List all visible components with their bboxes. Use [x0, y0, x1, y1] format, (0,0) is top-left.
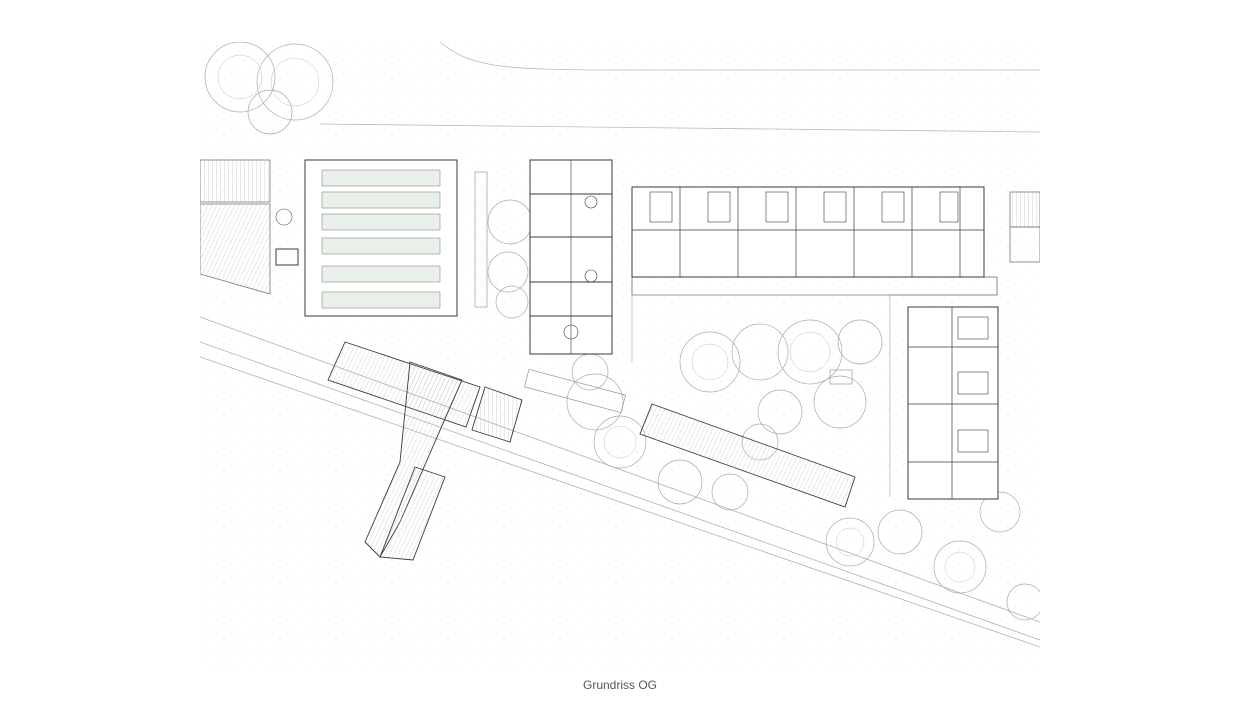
site-floor-plan — [200, 42, 1040, 668]
long-barn-roof — [639, 403, 856, 508]
road-top — [319, 42, 1040, 133]
neighbour-building-right — [1009, 191, 1040, 263]
tree-canopy — [204, 42, 1040, 621]
courtyard-path — [631, 294, 891, 497]
tree-canopy-inner — [217, 54, 976, 583]
plan-caption: Grundriss OG — [582, 678, 657, 692]
existing-building-roof — [327, 341, 523, 561]
building-north-wing — [631, 186, 998, 296]
neighbour-building-left — [200, 159, 271, 295]
building-central — [529, 159, 613, 355]
building-east-wing — [907, 306, 999, 500]
garden-beds — [524, 368, 853, 414]
building-greenhouse — [275, 159, 488, 317]
